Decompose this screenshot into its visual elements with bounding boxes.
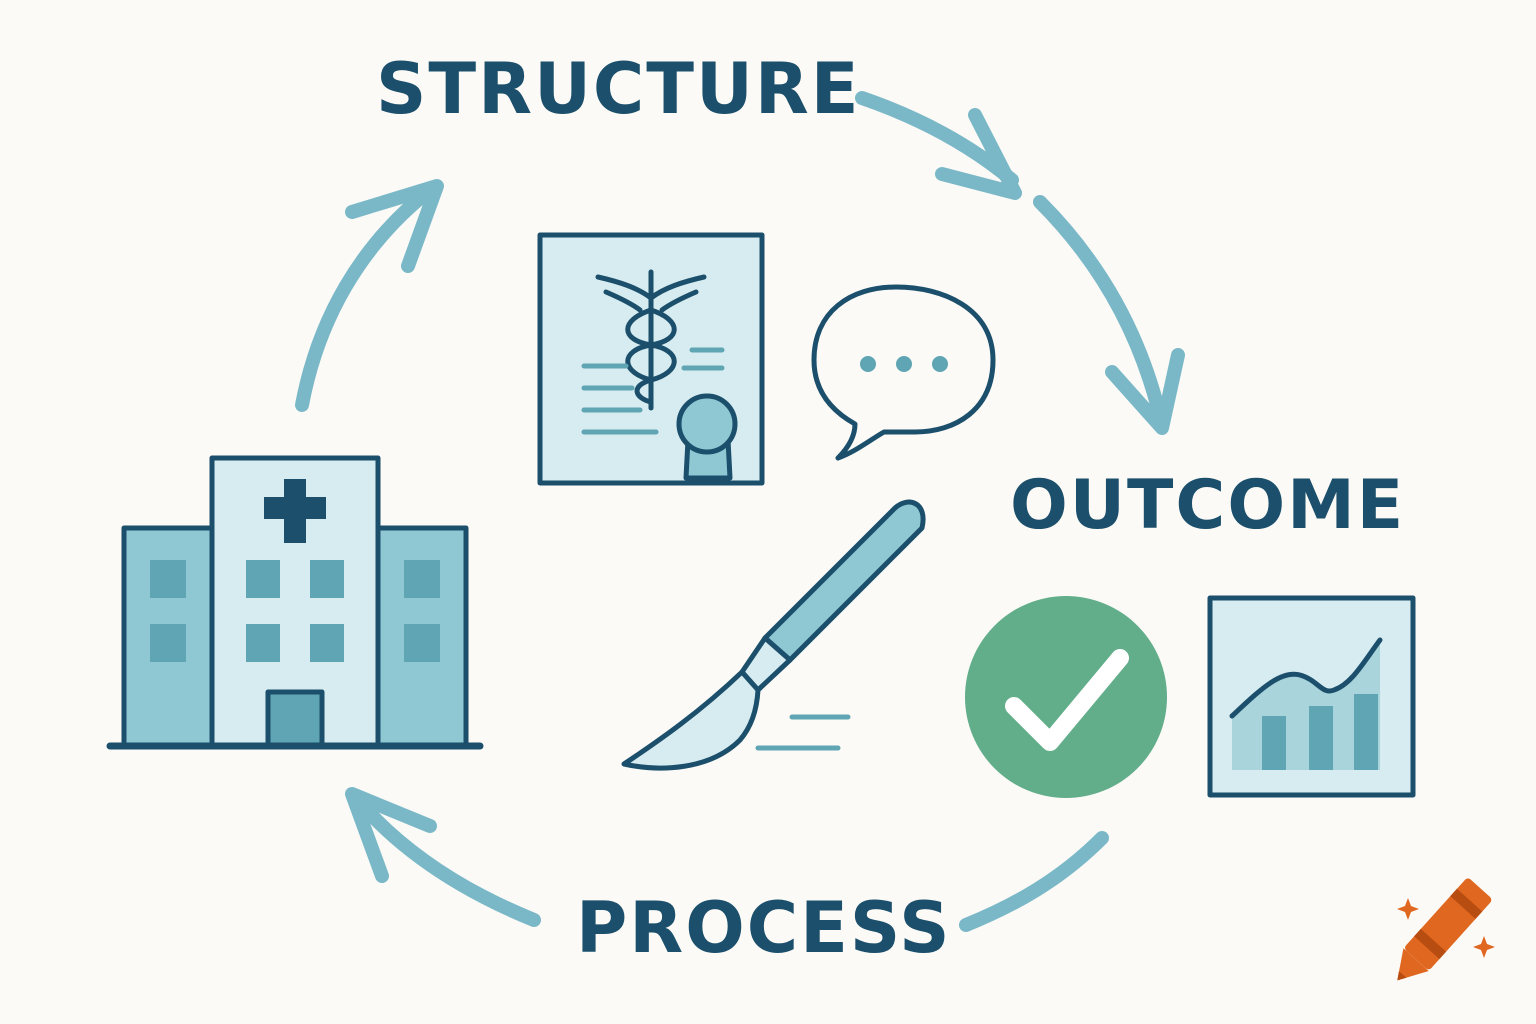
- label-structure: STRUCTURE: [376, 48, 861, 130]
- trend-chart-icon: [1207, 595, 1416, 798]
- crayon-logo-icon: [1397, 878, 1495, 981]
- speech-bubble-icon: [811, 284, 996, 461]
- arrow-to-structure: [295, 179, 444, 412]
- label-outcome: OUTCOME: [1010, 466, 1406, 545]
- hospital-icon: [106, 455, 484, 750]
- scalpel-icon: [621, 499, 926, 771]
- arrow-outcome-to-process: [959, 831, 1109, 932]
- arrow-to-outcome: [1033, 195, 1185, 435]
- arrow-structure-right: [855, 91, 1022, 200]
- label-process: PROCESS: [576, 887, 952, 969]
- medical-certificate-icon: [537, 232, 765, 486]
- arrow-to-hospital: [345, 787, 541, 927]
- cycle-arrows: [295, 91, 1185, 932]
- checkmark-circle-icon: [965, 596, 1167, 798]
